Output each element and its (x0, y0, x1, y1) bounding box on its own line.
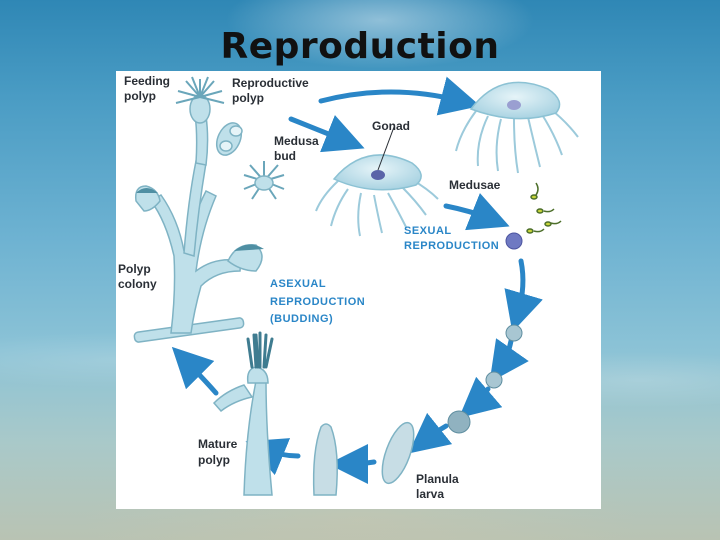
label-sexual: SEXUAL (404, 225, 452, 237)
mature-polyp-illustration (212, 331, 274, 496)
label-asexual: ASEXUAL (270, 278, 326, 290)
feeding-polyp-tentacles (175, 76, 285, 200)
embryo-stage-3 (447, 410, 471, 434)
arrow-to-colony (171, 346, 219, 396)
medusa-large (455, 81, 579, 174)
slide-title: Reproduction (220, 26, 500, 67)
medusa-small (315, 126, 439, 237)
settled-larva (312, 423, 338, 496)
label-gonad: Gonad (372, 119, 410, 133)
life-cycle-diagram: Feeding polyp Reproductive polyp Medusa … (118, 74, 579, 501)
gametes (526, 182, 562, 234)
label-sexual-reproduction: REPRODUCTION (404, 240, 499, 252)
arrow-to-blastula (458, 376, 503, 419)
medusa-bud-polyp (254, 175, 274, 191)
label-mature-polyp: Mature (198, 437, 238, 451)
polyp-head-cap (136, 188, 158, 193)
arrow-to-sexual (443, 193, 510, 231)
cnidarian-life-cycle-figure: Feeding polyp Reproductive polyp Medusa … (116, 71, 601, 509)
label-planula-larva: Planula (416, 472, 459, 486)
embryo-stage-2 (485, 371, 503, 389)
arrow-cleavage (489, 338, 529, 383)
arrow-to-medusae (318, 76, 481, 116)
label-reproductive-polyp-2: polyp (232, 91, 264, 105)
arrow-to-planula (408, 412, 453, 454)
label-feeding-polyp: Feeding (124, 74, 170, 88)
diagram-labels: Feeding polyp Reproductive polyp Medusa … (118, 74, 501, 501)
arrow-to-budding-medusa (288, 115, 365, 153)
cycle-arrows (171, 76, 543, 484)
label-budding: (BUDDING) (270, 313, 333, 325)
label-reproductive-polyp: Reproductive (232, 76, 309, 90)
arrow-gametes-down (504, 258, 543, 333)
zygote (505, 232, 523, 250)
label-mature-polyp-2: polyp (198, 453, 230, 467)
gonad-leader-line (377, 126, 395, 171)
label-feeding-polyp-2: polyp (124, 89, 156, 103)
label-medusa-bud: Medusa (274, 134, 319, 148)
arrow-to-settled-larva (328, 443, 377, 484)
label-medusa-bud-2: bud (274, 149, 296, 163)
label-polyp-colony: Polyp (118, 262, 151, 276)
label-planula-larva-2: larva (416, 487, 444, 501)
polyp-head-cap-2 (234, 244, 264, 251)
planula-larva (381, 421, 415, 485)
label-medusae: Medusae (449, 178, 501, 192)
embryo-stage-1 (505, 324, 523, 342)
label-asexual-reproduction: REPRODUCTION (270, 296, 365, 308)
polyp-colony-illustration (133, 94, 263, 343)
label-polyp-colony-2: colony (118, 277, 157, 291)
